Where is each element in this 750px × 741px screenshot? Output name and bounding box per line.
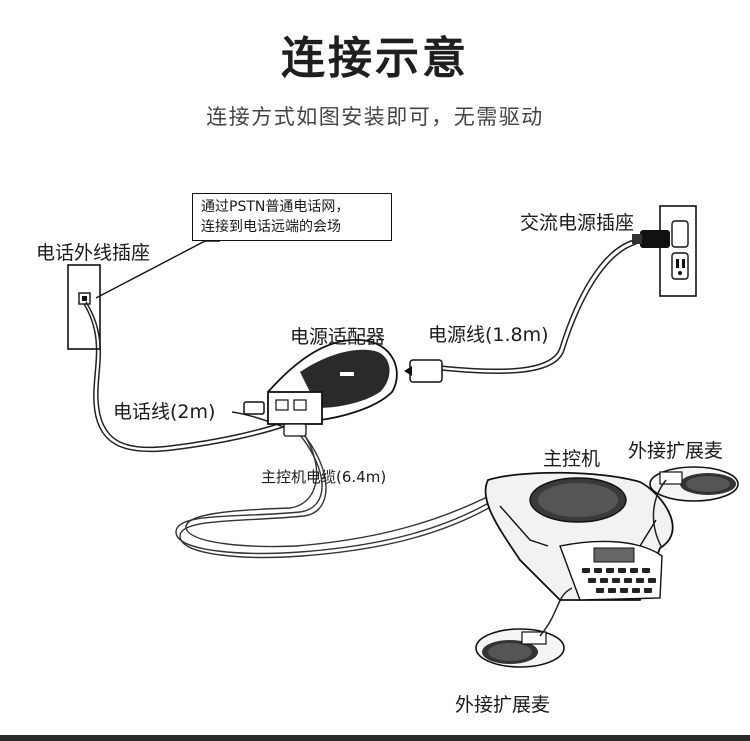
conference-main-unit: [484, 471, 674, 601]
label-ext-mic-top: 外接扩展麦: [628, 440, 724, 462]
callout-box: 通过PSTN普通电话网， 连接到电话远端的会场: [192, 193, 392, 241]
callout-line-1: 通过PSTN普通电话网，: [201, 199, 350, 215]
mic-bottom-cable: [539, 587, 573, 637]
bottom-divider: [0, 735, 750, 741]
label-main-cable: 主控机电缆(6.4m): [261, 468, 387, 486]
label-ac-socket: 交流电源插座: [520, 212, 635, 234]
label-main-unit: 主控机: [543, 448, 601, 470]
page-subtitle: 连接方式如图安装即可，无需驱动: [206, 105, 544, 129]
label-power-adapter: 电源适配器: [290, 326, 386, 348]
external-mic-top: [649, 466, 739, 502]
callout-line-2: 连接到电话远端的会场: [201, 219, 341, 235]
page-title: 连接示意: [281, 33, 469, 84]
mic-top-cable: [652, 479, 667, 549]
external-mic-bottom: [475, 628, 565, 668]
main-unit-cable: [175, 423, 513, 559]
ac-wall-socket: [632, 205, 697, 297]
label-power-cord: 电源线(1.8m): [428, 324, 549, 346]
label-phone-cord: 电话线(2m): [113, 401, 216, 423]
label-ext-mic-bottom: 外接扩展麦: [455, 694, 551, 716]
label-phone-jack: 电话外线插座: [36, 242, 151, 264]
callout-pointer: [95, 240, 220, 299]
phone-cord: [83, 301, 293, 453]
power-adapter: [266, 339, 398, 425]
power-cord: [404, 239, 637, 383]
